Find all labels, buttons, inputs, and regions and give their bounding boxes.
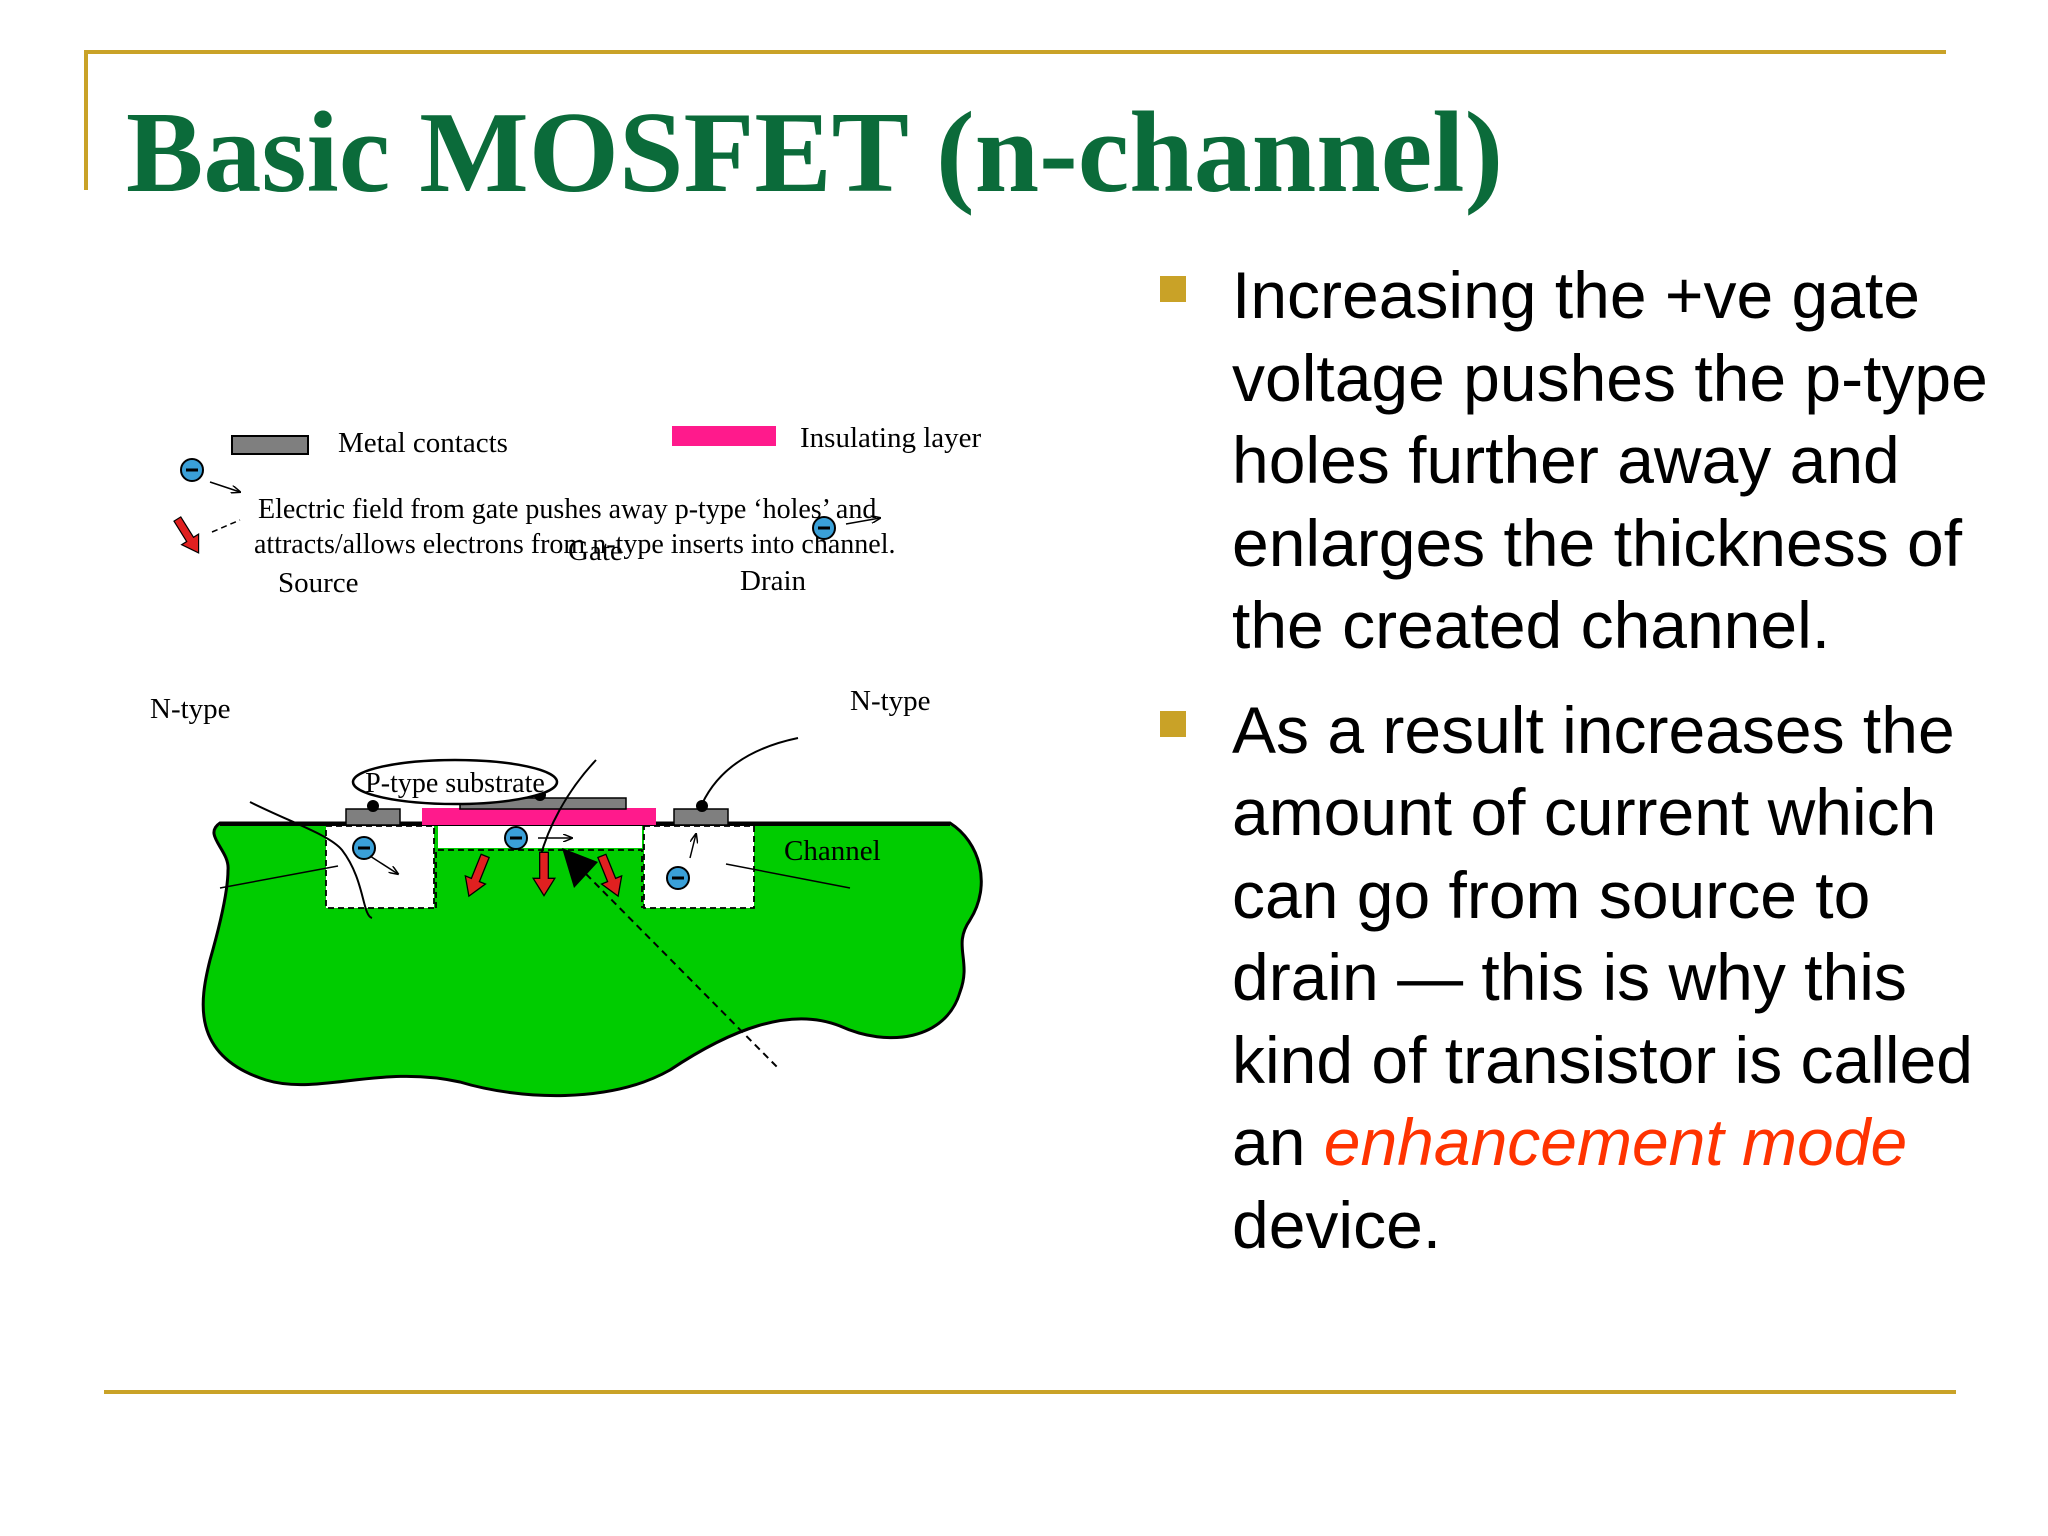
bottom-rule [104,1390,1956,1394]
field-note-line1: Electric field from gate pushes away p-t… [258,494,876,525]
legend: Metal contacts Insulating layer Electric… [168,422,982,560]
channel-boundary [435,849,643,908]
field-note-leader [211,519,241,533]
metal-contact-swatch [231,435,309,455]
electron-arrow [689,834,696,859]
bullet-list: Increasing the +ve gate voltage pushes t… [1160,254,2000,1288]
legend-metal-contacts: Metal contacts [338,427,508,459]
electron-icon [504,826,528,850]
gate-lead-wire [539,759,597,859]
drain-lead-wire [701,737,799,805]
bullet-text: device. [1232,1187,1442,1262]
substrate-label-ellipse [351,758,559,806]
channel-pointer-head [562,848,598,888]
source-label: Source [278,567,359,599]
emphasis-text: enhancement mode [1323,1105,1908,1179]
top-rule [84,50,1946,54]
source-lead-wire [249,801,373,919]
channel-region [438,826,642,848]
square-bullet-icon [1160,710,1186,737]
n-type-right-label: N-type [850,685,931,717]
slide-title: Basic MOSFET (n-channel) [126,89,1504,217]
bullet-text: Increasing the +ve gate voltage pushes t… [1232,258,1988,662]
gate-label: Gate [568,535,623,567]
field-arrow-icon [168,512,208,560]
field-note-line2: attracts/allows electrons from n-type in… [254,529,895,560]
electron-icon [352,836,376,860]
drain-lead-dot [696,800,708,812]
n-type-right-leader [725,863,851,889]
legend-insulating-layer: Insulating layer [800,422,982,454]
insulating-layer-swatch [672,426,776,446]
source-lead-dot [367,800,379,812]
insulating-layer [422,808,656,825]
electron-icon [180,458,204,482]
electron-arrow [209,481,240,492]
n-type-left-label: N-type [150,693,231,725]
bullet-item: As a result increases the amount of curr… [1160,689,2000,1267]
channel-label: Channel [784,835,881,867]
electron-icon [666,866,690,890]
electron-arrow [845,518,880,525]
square-bullet-icon [1160,276,1186,302]
electron-arrow [369,855,398,874]
substrate-label: P-type substrate [365,768,545,799]
left-rule [84,50,88,190]
n-type-region-left [325,825,435,909]
drain-label: Drain [740,565,807,597]
bullet-item: Increasing the +ve gate voltage pushes t… [1160,254,2000,667]
electron-icon [812,516,836,540]
channel-pointer-line [585,873,781,1071]
n-type-region-right [643,825,755,909]
mosfet-diagram: Metal contacts Insulating layer Electric… [150,422,983,1098]
n-type-left-leader [219,865,339,889]
bullet-text: As a result increases the amount of curr… [1232,692,1973,1180]
